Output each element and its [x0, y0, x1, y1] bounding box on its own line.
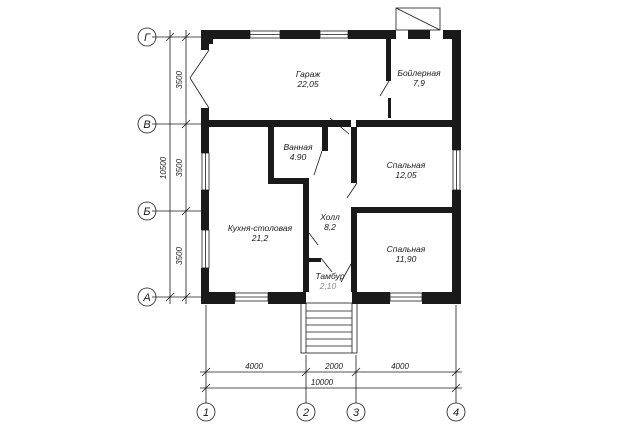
room-boiler: Бойлерная 7,9: [397, 68, 441, 88]
svg-text:4: 4: [453, 407, 459, 419]
room-vestibule: Тамбур 2,10: [315, 271, 344, 291]
vertical-dimension-chain: [165, 30, 191, 304]
svg-text:Ванная: Ванная: [283, 142, 312, 152]
svg-text:21,2: 21,2: [251, 233, 269, 243]
axis-marker-v: В: [137, 114, 157, 134]
svg-text:2: 2: [302, 407, 309, 419]
svg-text:Г: Г: [144, 32, 151, 44]
room-bedroom-2: Спальная 11,90: [387, 244, 426, 264]
axis-marker-3: 3: [346, 402, 366, 422]
axis-marker-g: Г: [137, 27, 157, 47]
svg-text:В: В: [143, 119, 150, 131]
svg-text:Гараж: Гараж: [296, 69, 322, 79]
dim-horizontal-1: 4000: [245, 362, 263, 371]
svg-text:8,2: 8,2: [324, 222, 336, 232]
dim-horizontal-3: 4000: [391, 362, 409, 371]
svg-text:1: 1: [203, 407, 209, 419]
dim-vertical-total: 10500: [159, 156, 168, 179]
axis-marker-a: А: [137, 287, 157, 307]
room-bathroom: Ванная 4.90: [283, 142, 312, 162]
svg-text:Холл: Холл: [319, 212, 340, 222]
axis-marker-b: Б: [137, 201, 157, 221]
chimney: [395, 7, 441, 31]
axis-marker-1: 1: [196, 402, 216, 422]
room-kitchen-dining: Кухня-столовая 21,2: [228, 223, 293, 243]
svg-text:Тамбур: Тамбур: [315, 271, 344, 281]
axis-marker-2: 2: [296, 402, 316, 422]
svg-text:Б: Б: [143, 206, 150, 218]
svg-text:7,9: 7,9: [413, 78, 425, 88]
svg-text:Спальная: Спальная: [387, 160, 426, 170]
svg-text:12,05: 12,05: [395, 170, 417, 180]
dim-vertical-1: 3500: [175, 71, 184, 89]
svg-text:2,10: 2,10: [319, 281, 337, 291]
windows: [201, 30, 461, 302]
room-garage: Гараж 22,05: [296, 69, 322, 89]
axis-marker-4: 4: [446, 402, 466, 422]
svg-text:Кухня-столовая: Кухня-столовая: [228, 223, 293, 233]
dim-vertical-2: 3500: [175, 159, 184, 177]
horizontal-dimension-chain: [200, 367, 462, 393]
svg-text:3: 3: [353, 407, 360, 419]
walls: [201, 30, 461, 304]
porch-steps: [300, 302, 358, 354]
dim-horizontal-total: 10000: [311, 378, 334, 387]
svg-text:4.90: 4.90: [290, 152, 307, 162]
svg-text:11,90: 11,90: [396, 254, 417, 264]
doors: [189, 49, 390, 283]
svg-text:А: А: [142, 292, 150, 304]
dim-horizontal-2: 2000: [324, 362, 343, 371]
room-hall: Холл 8,2: [319, 212, 340, 232]
svg-text:Спальная: Спальная: [387, 244, 426, 254]
axis-lines: [152, 36, 457, 403]
svg-text:Бойлерная: Бойлерная: [397, 68, 441, 78]
dim-vertical-3: 3500: [175, 247, 184, 265]
svg-text:22,05: 22,05: [296, 79, 319, 89]
room-bedroom-1: Спальная 12,05: [387, 160, 426, 180]
